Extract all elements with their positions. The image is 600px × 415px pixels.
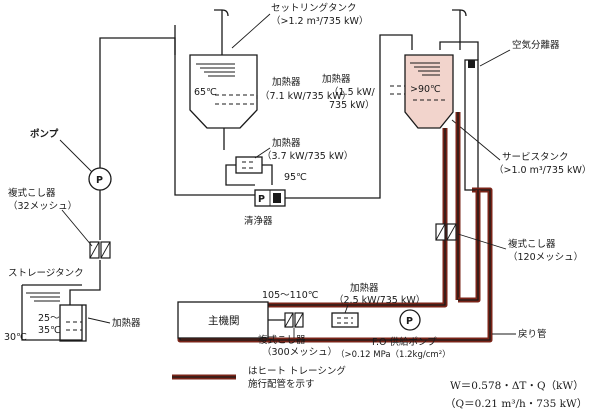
purifier-pump-symbol: P xyxy=(258,194,265,205)
service-tank-label: サービスタンク xyxy=(502,152,569,163)
settling-heater-label: 加熱器 xyxy=(272,76,301,88)
fo-pump-pressure: （>0.12 MPa（1.2kg/cm²） xyxy=(336,349,451,360)
return-pipe-label: 戻り管 xyxy=(518,328,547,340)
purifier-heater-label: 加熱器 xyxy=(272,137,301,149)
main-engine-label: 主機関 xyxy=(208,314,240,327)
storage-temp-range-top: 25～ xyxy=(38,313,60,324)
service-heater-rating-1: （1.5 kW/ xyxy=(329,86,376,98)
storage-tank xyxy=(21,284,87,342)
air-separator-label: 空気分離器 xyxy=(512,39,560,51)
fo-supply-pump: P xyxy=(399,309,421,331)
settling-outlet-pipe xyxy=(174,55,255,196)
legend-line-2: 施行配管を示す xyxy=(248,378,315,390)
storage-heater-box xyxy=(59,304,87,342)
fo-pump-symbol: P xyxy=(406,316,413,327)
legend-line-1: はヒート トレーシング xyxy=(248,365,346,377)
storage-outside-temp: 30℃ xyxy=(4,332,27,343)
main-engine xyxy=(177,301,269,339)
duplex-strainer-120 xyxy=(435,223,457,241)
service-temp: >90℃ xyxy=(410,84,441,95)
strainer-32-label: 複式こし器 xyxy=(8,187,56,199)
formula-flow: （Q＝0.21 m³/h・735 kW） xyxy=(445,398,587,410)
duplex-strainer-300 xyxy=(284,312,304,328)
storage-temp-range-bottom: 35℃ xyxy=(38,325,61,336)
transfer-pump-symbol: P xyxy=(96,175,103,186)
purifier: P xyxy=(254,189,286,207)
settling-tank xyxy=(174,9,258,142)
storage-heater-label: 加熱器 xyxy=(112,317,141,329)
service-tank-capacity: （>1.0 m³/735 kW） xyxy=(494,164,591,176)
settling-heater-rating: （7.1 kW/735 kW） xyxy=(260,90,351,102)
purifier-heater-rating: （3.7 kW/735 kW） xyxy=(262,150,353,162)
service-heater-label: 加熱器 xyxy=(322,73,351,85)
air-separator xyxy=(464,59,479,191)
purifier-to-service-pipe xyxy=(285,34,413,199)
pump-label: ポンプ xyxy=(30,128,59,140)
storage-tank-label: ストレージタンク xyxy=(8,268,84,279)
settling-tank-capacity: （>1.2 m³/735 kW） xyxy=(271,15,368,27)
fo-pump-label: F.O 供給ポンプ xyxy=(372,336,437,348)
engine-inlet-temp: 105～110℃ xyxy=(262,290,319,301)
engine-heater-label: 加熱器 xyxy=(350,282,379,294)
storage-suction-pipe xyxy=(69,260,101,305)
purifier-temp: 95℃ xyxy=(284,172,307,183)
engine-heater-rating: （2.5 kW/735 kW） xyxy=(334,294,425,306)
formula-heat-load: W＝0.578・ΔT・Q（kW） xyxy=(450,380,584,392)
duplex-strainer-32 xyxy=(89,241,111,259)
service-tank xyxy=(390,9,479,129)
strainer-300-mesh: （300メッシュ） xyxy=(262,346,337,358)
strainer-120-label: 複式こし器 xyxy=(508,238,556,250)
strainer-32-mesh: （32メッシュ） xyxy=(8,200,77,212)
settling-temp: 65℃ xyxy=(194,87,217,98)
purifier-label: 清浄器 xyxy=(244,215,273,227)
transfer-pipe xyxy=(99,37,176,168)
service-heater-rating-2: 735 kW） xyxy=(329,99,375,111)
strainer-120-mesh: （120メッシュ） xyxy=(508,251,583,263)
strainer-300-label: 複式こし器 xyxy=(258,334,306,346)
transfer-pump: P xyxy=(88,167,112,191)
settling-tank-label: セットリングタンク xyxy=(271,2,357,14)
purifier-heater xyxy=(225,156,273,186)
engine-heater xyxy=(331,312,359,328)
